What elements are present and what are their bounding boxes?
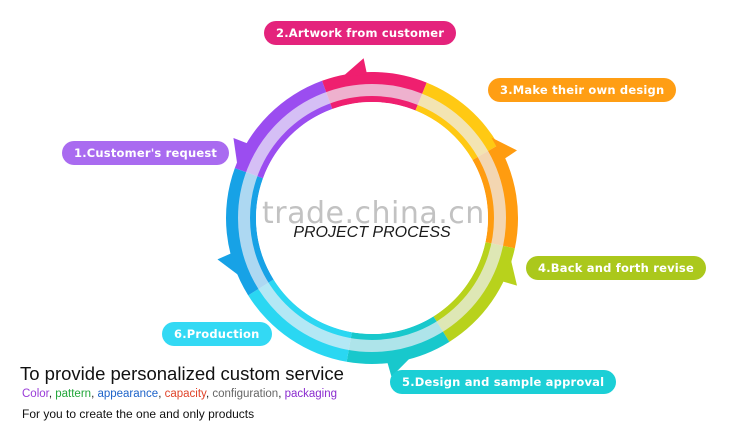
ring-arrows: [217, 58, 518, 377]
service-tagline: For you to create the one and only produ…: [22, 407, 255, 421]
arrow-tab-top: [342, 58, 367, 78]
attribute-capacity: capacity: [164, 388, 206, 400]
arrow-tab-left: [233, 138, 249, 167]
attribute-packaging: packaging: [284, 388, 338, 400]
step-label-production: 6.Production: [162, 322, 272, 346]
arrow-tab-upper-right: [491, 137, 518, 160]
step-label-back-and-forth-revise: 4.Back and forth revise: [526, 256, 706, 280]
customization-attributes: Color, pattern, appearance, capacity, co…: [22, 388, 337, 400]
arrow-tab-bottom: [387, 356, 412, 377]
service-headline: To provide personalized custom service: [20, 363, 344, 384]
attribute-separator: ,: [158, 388, 165, 400]
attribute-separator: ,: [48, 388, 56, 400]
center-title: PROJECT PROCESS: [293, 224, 451, 241]
attribute-separator: ,: [278, 388, 285, 400]
step-label-design-sample-approval: 5.Design and sample approval: [390, 370, 617, 394]
attribute-configuration: configuration: [212, 388, 279, 400]
arrow-tab-right: [501, 257, 518, 286]
attribute-color: Color: [22, 388, 49, 400]
attribute-pattern: pattern: [55, 388, 92, 400]
ring-inner-shade: [238, 84, 506, 352]
arrow-tab-lower-left: [217, 252, 241, 277]
step-label-make-own-design: 3.Make their own design: [488, 78, 677, 102]
attribute-separator: ,: [91, 388, 98, 400]
attribute-appearance: appearance: [97, 388, 159, 400]
watermark-text: trade.china.cn: [262, 196, 485, 231]
attribute-separator: ,: [205, 388, 213, 400]
step-label-artwork-from-customer: 2.Artwork from customer: [264, 21, 457, 45]
step-label-customer-request: 1.Customer's request: [62, 141, 230, 165]
ring-inner-disc: [256, 102, 488, 334]
